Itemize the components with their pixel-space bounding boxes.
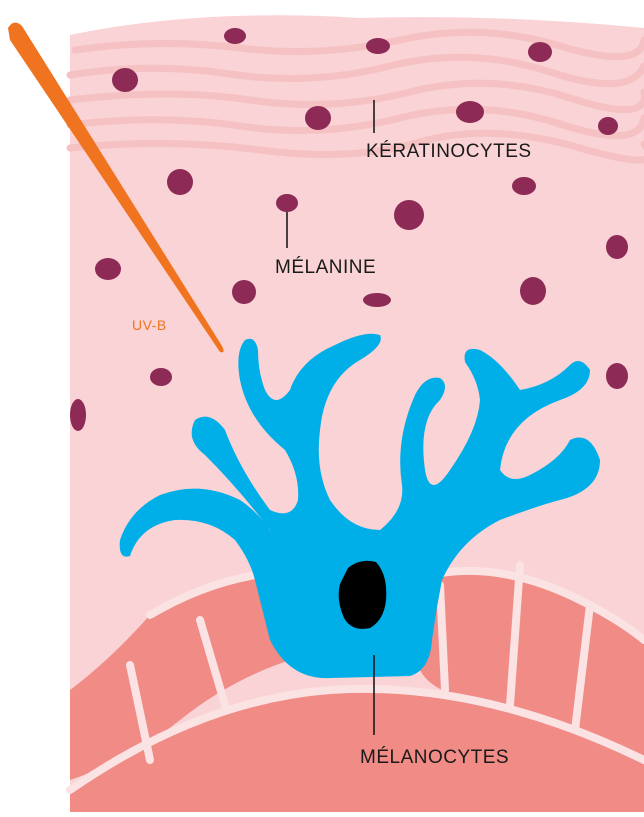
melanin-granule (512, 177, 536, 195)
melanine-label: MÉLANINE (275, 257, 376, 279)
melanin-granule (394, 200, 424, 230)
melanin-granule (528, 42, 552, 62)
melanin-granule (305, 106, 331, 130)
melanin-granule (606, 363, 628, 389)
melanin-granule (70, 399, 86, 431)
melanin-granule (520, 277, 546, 305)
melanin-granule (598, 117, 618, 135)
melanin-granule (112, 68, 138, 92)
melanin-granule (366, 38, 390, 54)
melanin-granule (224, 28, 246, 44)
melanin-granule (363, 293, 391, 307)
melanin-granule (232, 280, 256, 304)
melanocytes-label: MÉLANOCYTES (360, 747, 509, 769)
keratinocytes-label: KÉRATINOCYTES (366, 141, 532, 163)
melanin-granule (276, 194, 298, 212)
uvb-label: UV-B (132, 317, 167, 333)
melanin-granule (456, 101, 484, 123)
melanin-granule (95, 258, 121, 280)
melanin-granule (150, 368, 172, 386)
melanin-granule (606, 235, 628, 259)
melanin-granule (167, 169, 193, 195)
